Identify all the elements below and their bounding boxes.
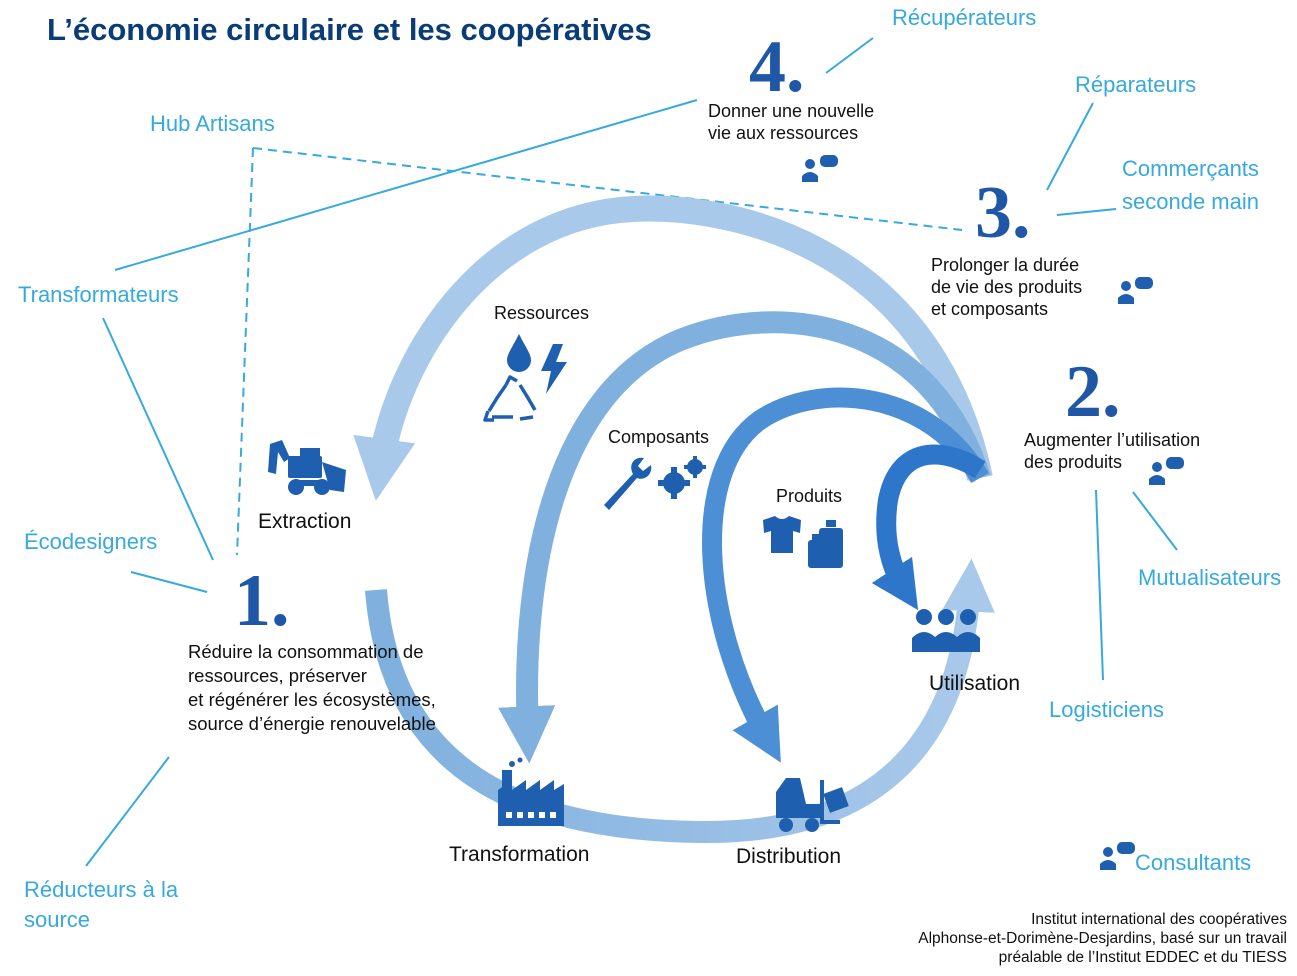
connector-logisticiens: [1095, 489, 1104, 681]
actor-logisticiens: Logisticiens: [1049, 697, 1164, 722]
hub-artisans-connectors: [236, 147, 963, 556]
step-4-number: 4.: [749, 26, 805, 108]
step-3-description: Prolonger la durée de vie des produits e…: [931, 255, 1083, 319]
consultant-icon: [802, 155, 838, 182]
actor-hub-artisans: Hub Artisans: [150, 111, 275, 136]
actor-commercants: Commerçants seconde main: [1122, 156, 1259, 214]
stage-extraction-label: Extraction: [258, 510, 352, 533]
connector-commercants: [1056, 208, 1117, 216]
bottles-icon: [808, 520, 843, 568]
actor-reducteurs: Réducteurs à la source: [24, 877, 179, 932]
step-2-number: 2.: [1065, 351, 1121, 433]
step-1-description: Réduire la consommation de ressources, p…: [188, 641, 436, 734]
people-group-icon: [912, 609, 980, 652]
flow-ressources-label: Ressources: [494, 303, 590, 323]
source-credit: Institut international des coopératives …: [918, 911, 1287, 966]
flow-produits-label: Produits: [776, 486, 843, 506]
step-3-number: 3.: [975, 172, 1031, 254]
connector-reparateurs: [1046, 102, 1094, 191]
loop-products-arrow: [702, 387, 989, 763]
loop-usage-arrow: [871, 444, 986, 611]
wrench-icon: [604, 457, 652, 510]
actor-reparateurs: Réparateurs: [1075, 72, 1197, 97]
connector-reducteurs: [85, 756, 170, 867]
forklift-icon: [776, 778, 849, 832]
stage-transformation-label: Transformation: [449, 843, 590, 866]
tshirt-icon: [763, 516, 801, 553]
step-4-description: Donner une nouvelle vie aux ressources: [708, 101, 875, 143]
connector-hub-step1: [236, 147, 254, 556]
connector-recuperateurs: [825, 37, 874, 74]
lightning-icon: [541, 344, 567, 394]
consultant-icon: [1149, 457, 1184, 485]
connector-transformateurs-step1: [102, 317, 214, 561]
recycle-icon: [483, 375, 537, 422]
flow-composants-label: Composants: [608, 427, 710, 447]
connector-mutualisateurs: [1132, 491, 1178, 551]
actor-connectors: [85, 37, 1178, 867]
gears-icon: [658, 456, 706, 499]
consultant-icon: [1100, 842, 1135, 870]
main-flow-arrow: [365, 558, 995, 844]
consultant-icon: [1118, 277, 1153, 304]
page-title: L’économie circulaire et les coopérative…: [47, 12, 652, 47]
actor-ecodesigners: Écodesigners: [24, 529, 158, 554]
stage-utilisation-label: Utilisation: [929, 672, 1021, 695]
connector-transformateurs: [114, 99, 698, 271]
factory-icon: [498, 757, 564, 826]
excavator-icon: [268, 440, 346, 495]
loop-components-arrow: [498, 311, 991, 764]
actor-transformateurs: Transformateurs: [18, 282, 179, 307]
actor-consultants: Consultants: [1135, 850, 1252, 875]
step-1-number: 1.: [234, 560, 290, 642]
actor-recuperateurs: Récupérateurs: [892, 5, 1037, 30]
water-drop-icon: [507, 334, 531, 372]
loop-resources-arrow: [353, 195, 993, 501]
stage-distribution-label: Distribution: [736, 845, 842, 868]
step-2-description: Augmenter l’utilisation des produits: [1024, 430, 1201, 472]
connector-ecodesigners: [130, 571, 208, 593]
actor-mutualisateurs: Mutualisateurs: [1138, 565, 1282, 590]
